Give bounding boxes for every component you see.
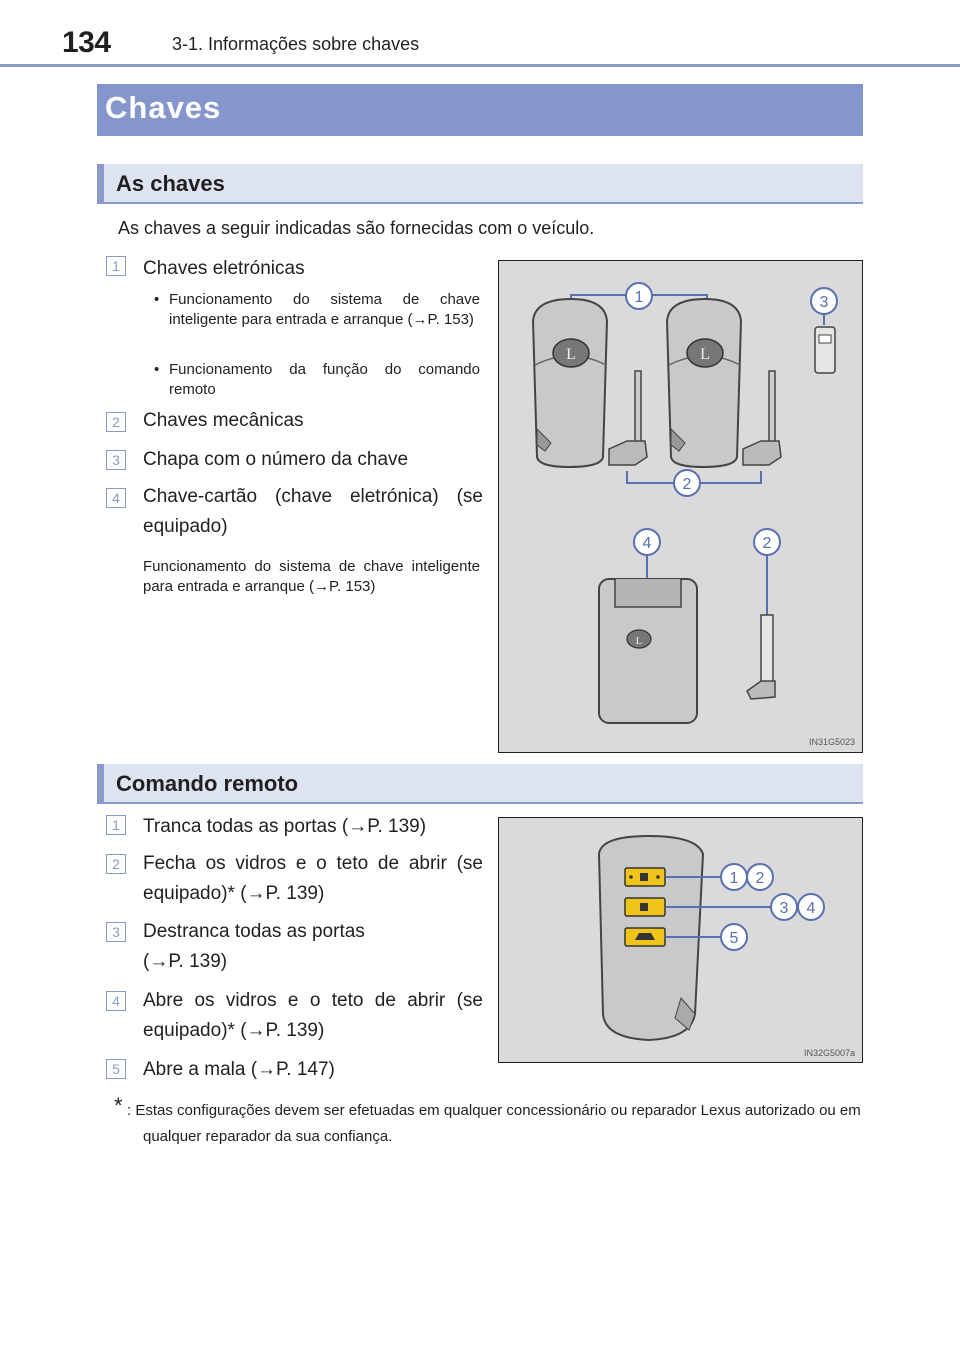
item-number: 4 bbox=[106, 991, 126, 1011]
remote-illustration: 1 2 3 4 5 IN32G5007a bbox=[498, 817, 863, 1063]
card-mechanical-key bbox=[746, 555, 776, 700]
smart-key-fob-left: L bbox=[531, 297, 609, 469]
svg-text:1: 1 bbox=[730, 870, 739, 887]
list-item-label: Chapa com o número da chave bbox=[143, 449, 409, 470]
svg-text:4: 4 bbox=[807, 900, 816, 917]
list-item-label: Tranca todas as portas (→P. 139) bbox=[143, 816, 427, 837]
svg-text:2: 2 bbox=[756, 870, 765, 887]
key-number-plate bbox=[814, 311, 836, 374]
svg-text:3: 3 bbox=[780, 900, 789, 917]
page-number: 134 bbox=[62, 26, 111, 59]
section-title: Comando remoto bbox=[116, 771, 299, 796]
list-item-label: Destranca todas as portas (→P. 139) bbox=[143, 921, 365, 972]
item-number: 4 bbox=[106, 488, 126, 508]
svg-text:L: L bbox=[700, 346, 710, 363]
mechanical-key-left bbox=[608, 370, 648, 466]
item-number: 3 bbox=[106, 922, 126, 942]
callout-5 bbox=[720, 923, 748, 951]
list-item-label: Fecha os vidros e o teto de abrir (se eq… bbox=[143, 853, 483, 904]
callout-3 bbox=[810, 287, 838, 315]
list-item-label: Abre os vidros e o teto de abrir (se equ… bbox=[143, 990, 483, 1041]
keys-illustration: 1 L L 2 bbox=[498, 260, 863, 753]
figure-code: IN32G5007a bbox=[804, 1048, 855, 1058]
figure-code: IN31G5023 bbox=[809, 737, 855, 747]
svg-text:L: L bbox=[566, 346, 576, 363]
trunk-button bbox=[624, 927, 666, 947]
section-title: As chaves bbox=[116, 171, 225, 196]
item-number: 1 bbox=[106, 256, 126, 276]
smart-key-fob-right: L bbox=[665, 297, 743, 469]
item-number: 1 bbox=[106, 815, 126, 835]
section-heading-remote: Comando remoto bbox=[97, 764, 863, 804]
lock-button bbox=[624, 867, 666, 887]
card-key: L bbox=[598, 555, 698, 724]
callout-4 bbox=[797, 893, 825, 921]
running-head: 3-1. Informações sobre chaves bbox=[172, 34, 420, 54]
item-number: 2 bbox=[106, 412, 126, 432]
svg-text:3: 3 bbox=[820, 294, 829, 311]
mechanical-key-right bbox=[742, 370, 782, 466]
list-item-label: Chaves eletrónicas bbox=[143, 258, 305, 279]
remote-illustration-svg: 1 2 3 4 5 IN32G5007a bbox=[597, 834, 855, 1058]
svg-text:2: 2 bbox=[683, 476, 692, 493]
list-item-label: Abre a mala (→P. 147) bbox=[143, 1059, 335, 1080]
item-number: 2 bbox=[106, 854, 126, 874]
card-key-note: Funcionamento do sistema de chave inteli… bbox=[143, 558, 480, 595]
item-number: 3 bbox=[106, 450, 126, 470]
callout-1 bbox=[625, 282, 653, 310]
list-item-label: Chave-cartão (chave eletrónica) (se equi… bbox=[143, 486, 483, 537]
callout-2b bbox=[753, 528, 781, 556]
item-number: 5 bbox=[106, 1059, 126, 1079]
footnote-marker: * bbox=[114, 1093, 123, 1118]
svg-text:4: 4 bbox=[643, 535, 652, 552]
section-heading-keys: As chaves bbox=[97, 164, 863, 204]
callout-4 bbox=[633, 528, 661, 556]
header-rule bbox=[0, 64, 960, 67]
svg-text:1: 1 bbox=[635, 289, 644, 306]
footnote-text: : Estas configurações devem ser efetuada… bbox=[127, 1102, 861, 1145]
svg-text:2: 2 bbox=[763, 535, 772, 552]
callout-2 bbox=[673, 469, 701, 497]
title-bar: Chaves bbox=[97, 84, 863, 136]
bullet-item: Funcionamento do sistema de chave inteli… bbox=[152, 290, 480, 330]
keys-illustration-svg: 1 L L 2 bbox=[531, 282, 855, 747]
list-item-label: Chaves mecânicas bbox=[143, 410, 304, 431]
svg-text:5: 5 bbox=[730, 930, 739, 947]
unlock-button bbox=[624, 897, 666, 917]
bullet-item: Funcionamento da função do comando remot… bbox=[152, 360, 480, 400]
svg-text:L: L bbox=[636, 635, 643, 647]
intro-text: As chaves a seguir indicadas são forneci… bbox=[118, 218, 595, 238]
callout-2 bbox=[746, 863, 774, 891]
page-title: Chaves bbox=[105, 90, 222, 125]
